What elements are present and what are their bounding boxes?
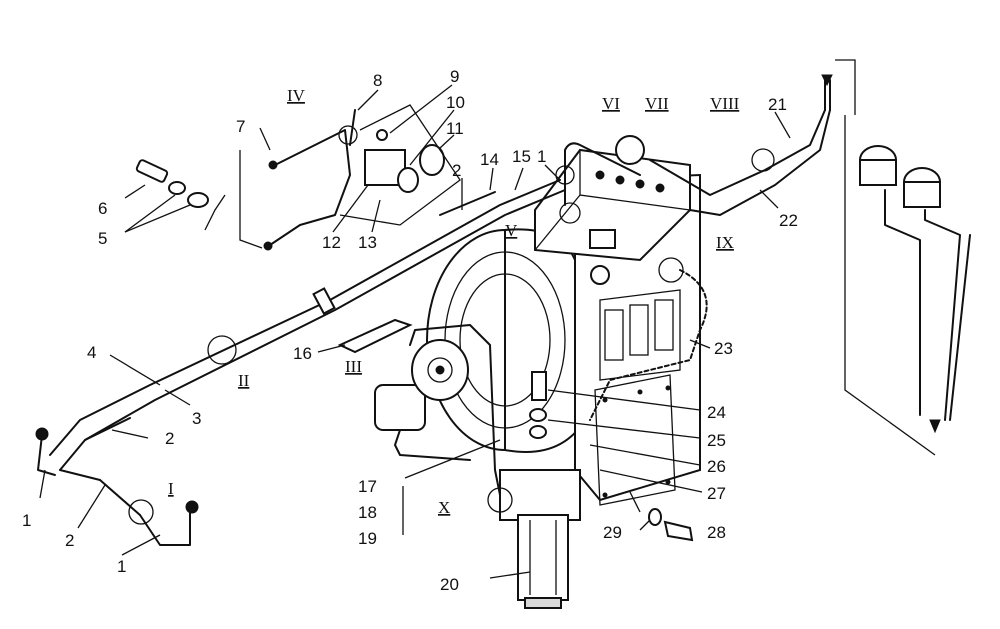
pipe-loop-x: [409, 324, 501, 496]
pump-motor: [374, 339, 471, 461]
gauge-assembly: [821, 59, 971, 456]
label-2-bottom: 2: [65, 531, 74, 550]
fittings-group: [135, 104, 694, 542]
view-circle-VII: [615, 135, 645, 165]
label-17: 17: [358, 477, 377, 496]
label-12: 12: [322, 233, 341, 252]
elbow-1-left: [37, 434, 56, 476]
label-14: 14: [480, 150, 499, 169]
view-label-I: I: [168, 479, 174, 498]
view-circle-X: [487, 487, 513, 513]
label-1-top: 1: [537, 147, 546, 166]
part-number-labels: 1 1 1 2 2 2 3 4 5 6 7 8 9 10 11 12 13 14…: [22, 67, 798, 594]
view-label-X: X: [438, 498, 450, 517]
washer-29: [648, 508, 662, 526]
label-3: 3: [192, 409, 201, 428]
oil-filter: [517, 514, 569, 609]
label-16: 16: [293, 344, 312, 363]
label-6: 6: [98, 199, 107, 218]
label-1-bottom: 1: [117, 557, 126, 576]
label-8: 8: [373, 71, 382, 90]
pipe-21: [649, 109, 826, 196]
label-4: 4: [87, 343, 96, 362]
valve-block-port: [589, 229, 616, 249]
motor-body: [374, 384, 426, 431]
nut-10: [397, 167, 419, 193]
label-29: 29: [603, 523, 622, 542]
label-9: 9: [450, 67, 459, 86]
view-circle-IV: [338, 125, 358, 145]
pipe-15: [564, 142, 641, 206]
label-19: 19: [358, 529, 377, 548]
fitting-6: [135, 159, 169, 183]
filter-11: [419, 144, 445, 176]
washer-5b: [187, 192, 209, 208]
view-circle-IX: [658, 257, 684, 283]
pipe-4: [49, 179, 561, 456]
label-1-left: 1: [22, 511, 31, 530]
view-label-VII: VII: [645, 94, 669, 113]
label-23: 23: [714, 339, 733, 358]
label-20: 20: [440, 575, 459, 594]
leader-lines: [39, 84, 791, 579]
pipe-22: [689, 109, 831, 216]
label-26: 26: [707, 457, 726, 476]
view-circle-VIII: [751, 148, 775, 172]
pipe-3: [59, 189, 566, 471]
bolt-24: [531, 371, 547, 401]
filter-mount: [499, 469, 581, 521]
lower-cover: [594, 374, 676, 506]
label-28: 28: [707, 523, 726, 542]
label-22: 22: [779, 211, 798, 230]
view-label-IV: IV: [287, 86, 306, 105]
view-circles: [128, 125, 775, 525]
pipe-lines: [35, 79, 831, 546]
view-circle-I: [128, 499, 154, 525]
view-labels: I II III IV V VI VII VIII IX X: [168, 86, 740, 517]
label-5: 5: [98, 229, 107, 248]
label-2-middle: 2: [165, 429, 174, 448]
clamp-16: [337, 318, 413, 354]
view-circle-VI: [555, 165, 575, 185]
label-27: 27: [707, 484, 726, 503]
view-label-VI: VI: [602, 94, 620, 113]
bolt-28: [663, 520, 694, 542]
view-label-II: II: [238, 371, 250, 390]
label-11: 11: [446, 119, 464, 138]
view-circle-V: [559, 202, 581, 224]
label-13: 13: [358, 233, 377, 252]
view-label-IX: IX: [716, 233, 734, 252]
washer-5a: [168, 181, 186, 195]
elbow-1-bottom: [139, 509, 191, 546]
label-18: 18: [358, 503, 377, 522]
hose-23: [589, 269, 708, 421]
label-21: 21: [768, 95, 787, 114]
filter-body: [517, 514, 569, 601]
label-25: 25: [707, 431, 726, 450]
label-2-top: 2: [452, 161, 461, 180]
label-10: 10: [446, 93, 465, 112]
view-label-VIII: VIII: [710, 94, 740, 113]
view-label-V: V: [505, 221, 518, 240]
view-circle-II: [207, 335, 237, 365]
label-24: 24: [707, 403, 726, 422]
view-label-III: III: [345, 357, 362, 376]
washer-25: [529, 408, 547, 422]
label-15: 15: [512, 147, 531, 166]
label-7: 7: [236, 117, 245, 136]
